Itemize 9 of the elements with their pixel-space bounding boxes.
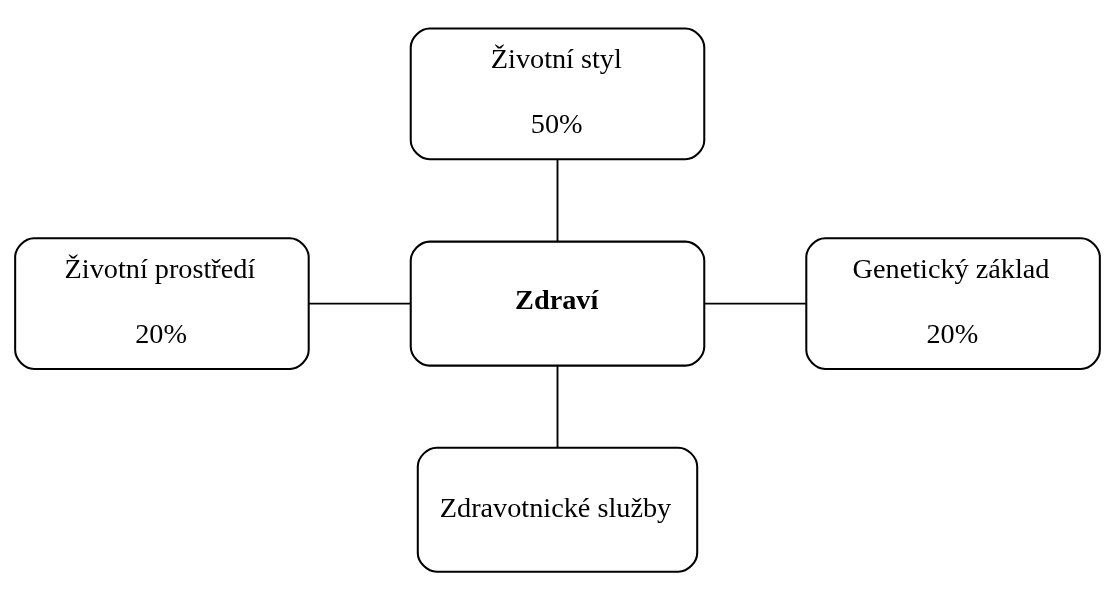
connector (307, 302, 412, 305)
node-box: Zdravotnické služby (416, 446, 699, 573)
node-box: Životní styl 50% (409, 27, 706, 160)
node-box: Zdraví (409, 240, 706, 367)
connector (556, 158, 559, 242)
connector (703, 302, 807, 305)
connector (556, 364, 559, 448)
node-box: Genetický základ 20% (805, 236, 1101, 370)
node-box: Životní prostředí 20% (14, 236, 310, 370)
